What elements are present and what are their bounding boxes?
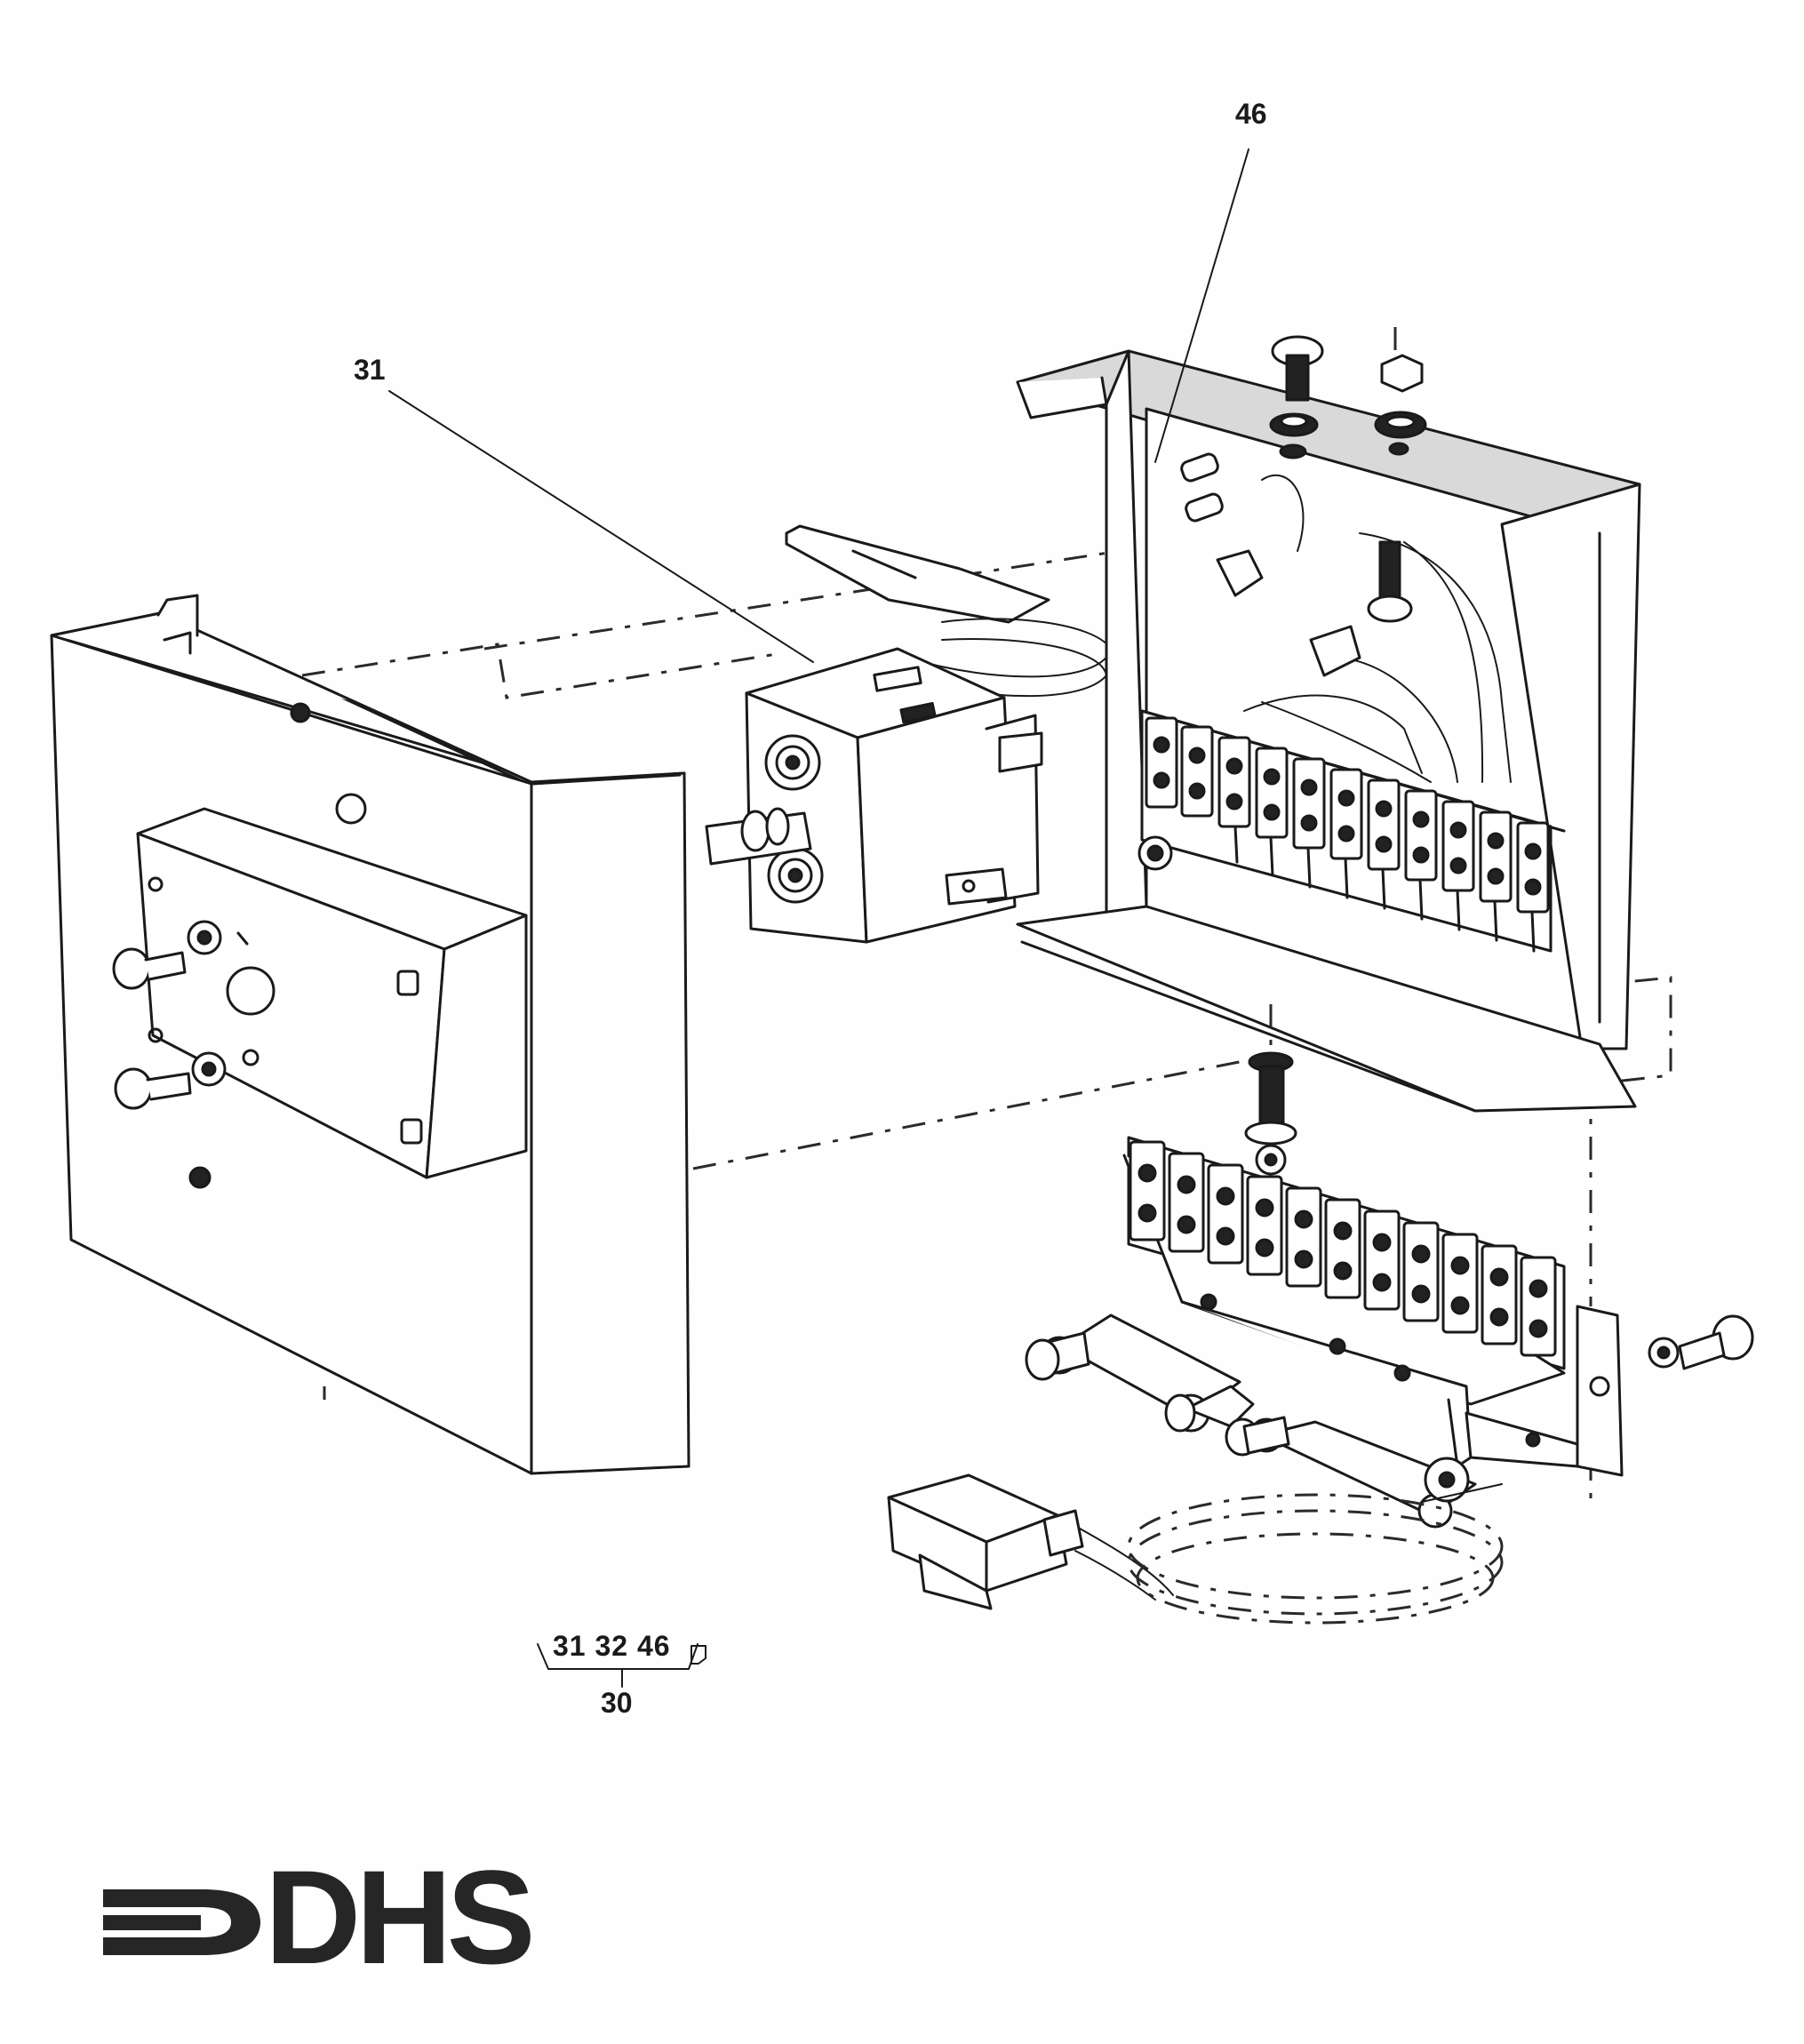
cable-clamps <box>1025 1313 1754 1529</box>
brand-name: DHS <box>265 1842 536 1992</box>
sensor-cable <box>887 1473 1504 1625</box>
terminal-block <box>1122 1136 1624 1477</box>
leader-lines <box>388 148 1249 663</box>
callout-label-31: 31 <box>354 354 386 386</box>
brand-arrow-icon <box>103 1889 260 1955</box>
top-screws <box>1269 327 1427 459</box>
thermostat-block <box>705 524 1112 944</box>
inner-terminal-block <box>1145 716 1550 953</box>
assembly-parts-label: 31 32 46 <box>553 1630 671 1662</box>
mounting-plate <box>50 594 690 1475</box>
callout-label-46: 46 <box>1235 98 1267 130</box>
assembly-number-label: 30 <box>601 1687 633 1719</box>
lower-screw-stack <box>1244 1004 1297 1176</box>
leader-46 <box>1154 148 1249 463</box>
leader-31 <box>388 390 814 663</box>
assembly-bracket <box>537 1643 706 1688</box>
terminal-cells <box>1129 1140 1557 1357</box>
junction-box <box>1016 349 1641 1113</box>
